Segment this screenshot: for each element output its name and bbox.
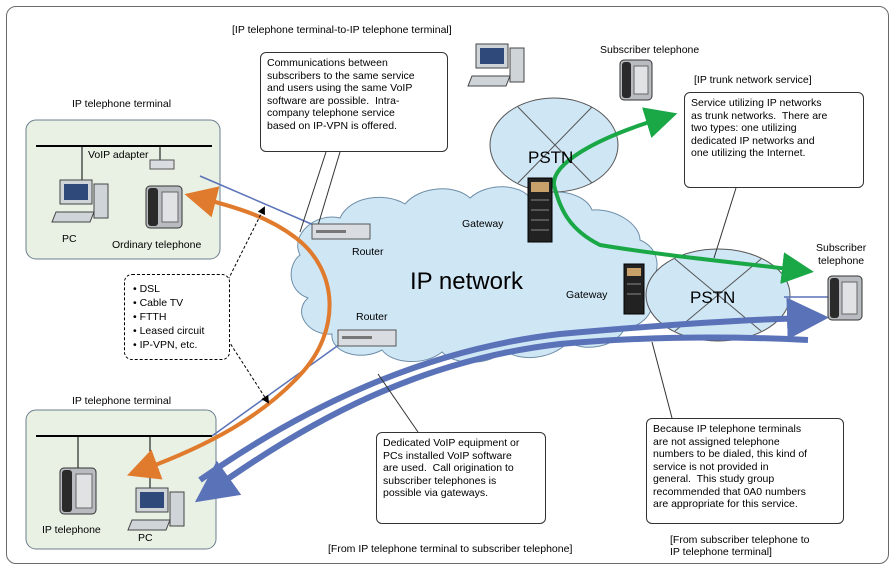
ip-network-label: IP network [410, 268, 523, 295]
subscriber-telephone-right-label-1: Subscriber [816, 242, 867, 254]
blue-arrow-outgoing [198, 297, 829, 483]
gateway-top-label: Gateway [462, 218, 504, 230]
pc-bottom-icon [127, 487, 185, 531]
pstn-right-label: PSTN [690, 288, 736, 307]
subscriber-telephone-top-icon [619, 59, 653, 101]
heading-ip-trunk: [IP trunk network service] [694, 74, 812, 86]
router-top-icon [311, 223, 371, 240]
bottom-terminal-title: IP telephone terminal [72, 395, 172, 407]
access-arrow-down [227, 339, 270, 404]
ip-telephone-label: IP telephone [42, 524, 101, 536]
access-methods-box: • DSL • Cable TV • FTTH • Leased circuit… [124, 274, 230, 360]
router-bottom-icon [337, 329, 397, 347]
subscriber-telephone-right-label-2: telephone [818, 255, 865, 267]
green-trunk-arrow [552, 184, 814, 285]
ordinary-telephone-label: Ordinary telephone [112, 239, 202, 251]
subscriber-telephone-right-icon [827, 275, 863, 321]
orange-call-arrow [126, 236, 332, 480]
pc-bottom-label: PC [138, 532, 153, 544]
pstn-top-label: PSTN [528, 148, 574, 167]
access-arrow-up [227, 206, 265, 281]
heading-subscriber-to-ip-2: IP telephone terminal] [670, 546, 772, 558]
gateway-top-icon [527, 177, 553, 243]
pc-top-label: PC [62, 233, 77, 245]
heading-ip-to-ip: [IP telephone terminal-to-IP telephone t… [232, 24, 452, 36]
access-item: • IP-VPN, etc. [133, 339, 198, 351]
callout-not-assigned: Because IP telephone terminals are not a… [646, 418, 844, 524]
access-item: • DSL [133, 283, 161, 295]
voip-adapter-label: VoIP adapter [88, 149, 149, 161]
pc-center-icon [467, 43, 525, 87]
access-item: • FTTH [133, 311, 167, 323]
heading-subscriber-to-ip-1: [From subscriber telephone to [670, 534, 810, 546]
ip-telephone-icon [59, 467, 97, 515]
top-terminal-title: IP telephone terminal [72, 98, 172, 110]
callout-dedicated-equipment: Dedicated VoIP equipment or PCs installe… [376, 432, 546, 524]
callout-trunk: Service utilizing IP networks as trunk n… [684, 92, 864, 188]
top-terminal-link [199, 175, 317, 227]
router-bottom-label: Router [356, 311, 388, 323]
access-item: • Leased circuit [133, 325, 205, 337]
gateway-right-label: Gateway [566, 289, 608, 301]
router-top-label: Router [352, 246, 384, 258]
pc-top-icon [51, 179, 109, 223]
voip-adapter-icon [149, 159, 175, 170]
blue-arrow-incoming [194, 334, 809, 503]
heading-ip-to-subscriber: [From IP telephone terminal to subscribe… [328, 543, 573, 555]
bottom-terminal-link [211, 343, 341, 437]
gateway-right-icon [623, 263, 645, 315]
ordinary-telephone-icon [145, 185, 183, 229]
access-item: • Cable TV [133, 297, 184, 309]
subscriber-telephone-top-label: Subscriber telephone [600, 44, 700, 56]
callout-communications: Communications between subscribers to th… [260, 52, 448, 152]
